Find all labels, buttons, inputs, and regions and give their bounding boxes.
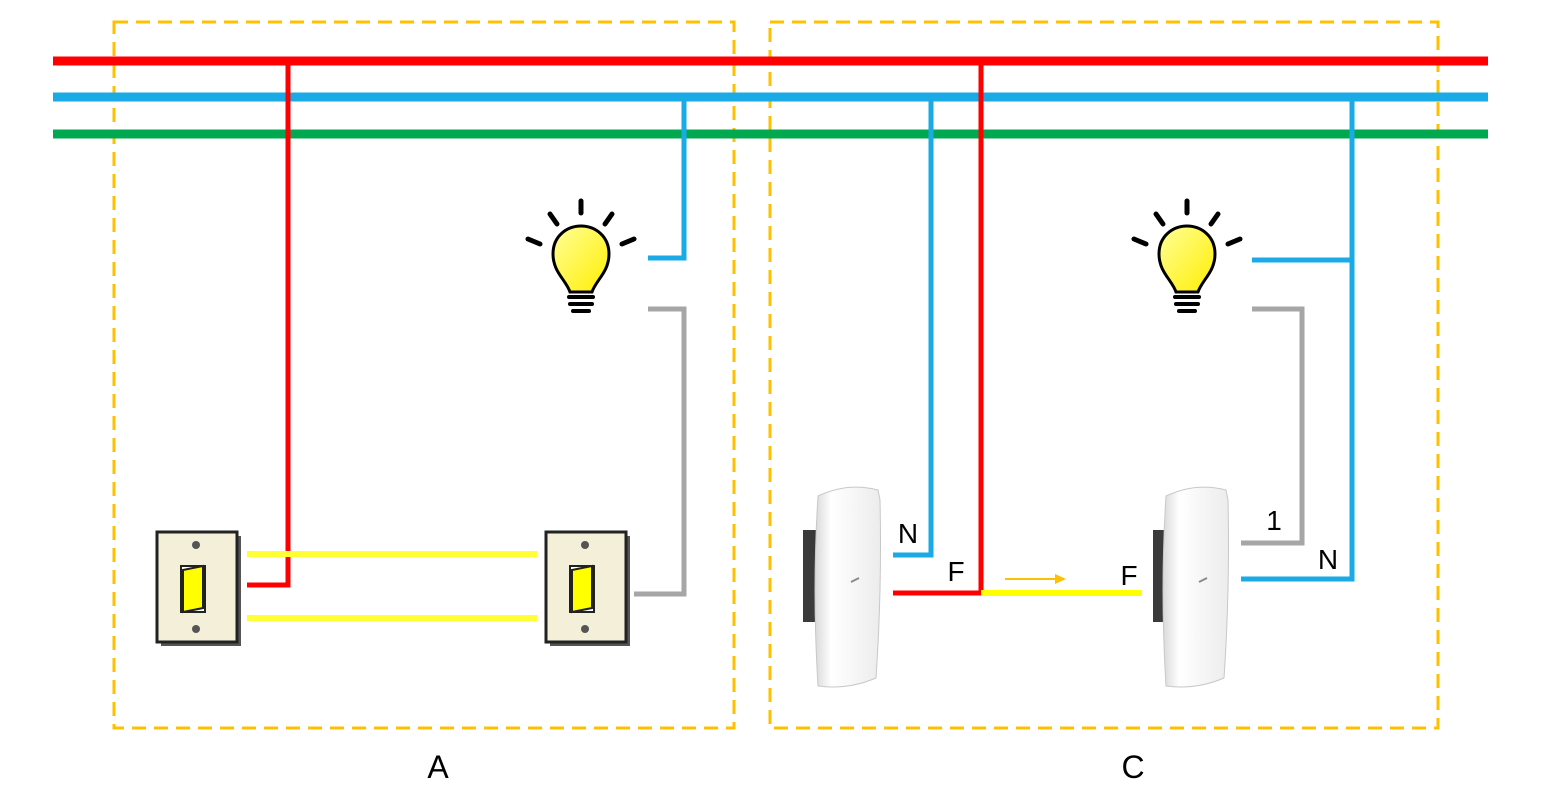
panel-c-left-neutral-wire — [893, 97, 934, 558]
light-bulb-icon — [1131, 198, 1243, 313]
panel-c-frame — [768, 20, 1440, 730]
terminal-label-right-1: 1 — [1266, 505, 1282, 536]
panel-a-phase-wire — [247, 61, 291, 588]
smart-switch-icon — [1153, 486, 1229, 688]
terminal-label-right-n: N — [1318, 544, 1338, 575]
smart-switch-icon — [803, 486, 881, 688]
panel-caption-c: C — [1121, 749, 1144, 785]
panel-a-frame — [112, 20, 736, 730]
terminal-label-left-f: F — [947, 556, 964, 587]
panel-a-neutral-wire — [648, 97, 687, 261]
panel-c-phase-wire — [893, 61, 984, 596]
arrow-icon — [1005, 574, 1066, 584]
panel-caption-a: A — [427, 749, 449, 785]
panel-a-return-wire — [634, 306, 687, 597]
panel-c-right-neutral-wire — [1241, 97, 1355, 582]
terminal-label-right-f: F — [1120, 560, 1137, 591]
toggle-switch-icon — [155, 530, 241, 646]
toggle-switch-icon — [544, 530, 630, 646]
panel-c-return-wire — [1241, 306, 1305, 546]
light-bulb-icon — [525, 198, 637, 313]
terminal-label-left-n: N — [898, 518, 918, 549]
